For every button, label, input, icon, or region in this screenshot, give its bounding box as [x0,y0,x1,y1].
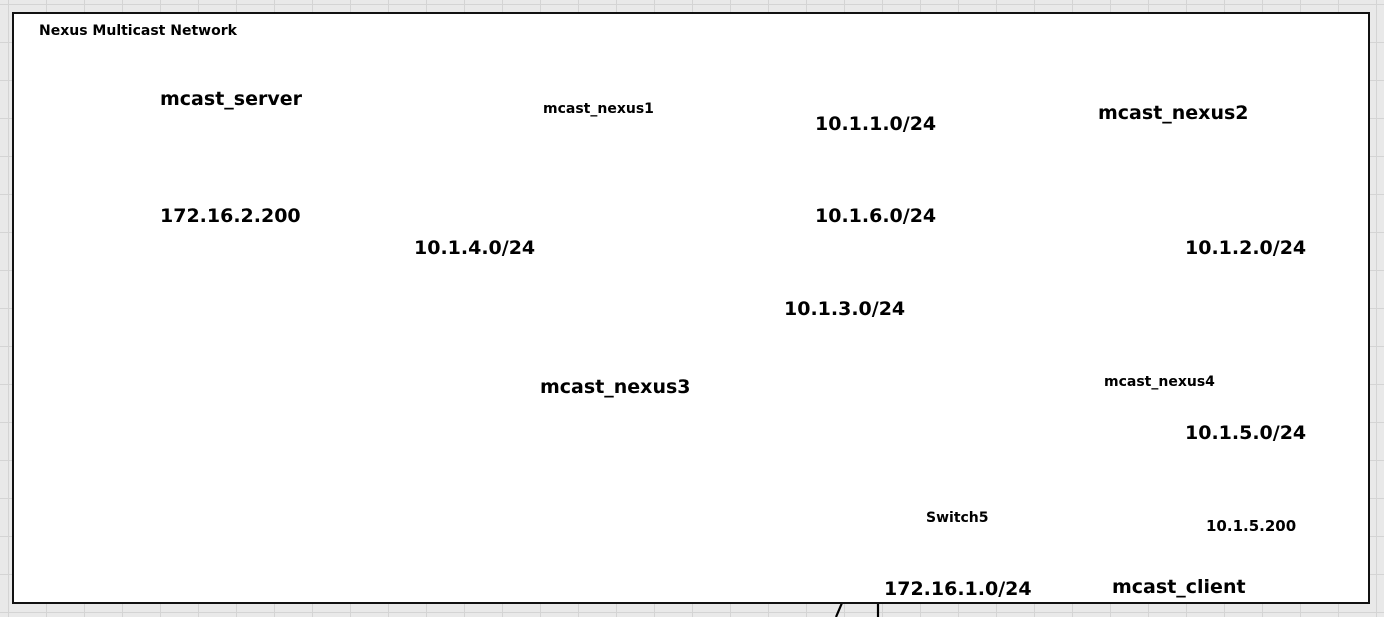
mcast-nexus2-label: mcast_nexus2 [1098,102,1249,124]
subnet-label-n1-n3: 10.1.4.0/24 [414,237,536,259]
subnet-label-n2-n4: 10.1.2.0/24 [1185,237,1307,259]
mcast-client-ip: 10.1.5.200 [1206,517,1297,535]
subnet-label-switch5-down: 172.16.1.0/24 [884,578,1032,600]
topology-title: Nexus Multicast Network [39,23,237,39]
mcast-nexus1-label: mcast_nexus1 [543,101,654,117]
mcast-nexus4-label: mcast_nexus4 [1104,374,1215,390]
switch5-label: Switch5 [926,510,989,526]
topology-frame [12,12,1370,604]
subnet-label-n4-client: 10.1.5.0/24 [1185,422,1307,444]
subnet-label-n1-n4: 10.1.6.0/24 [815,205,937,227]
mcast-nexus3-label: mcast_nexus3 [540,376,691,398]
mcast-client-label: mcast_client [1112,576,1246,598]
subnet-label-n3-n4: 10.1.3.0/24 [784,298,906,320]
mcast-server-label: mcast_server [160,88,302,110]
mcast-server-ip: 172.16.2.200 [160,205,301,227]
subnet-label-n1-n2: 10.1.1.0/24 [815,113,937,135]
